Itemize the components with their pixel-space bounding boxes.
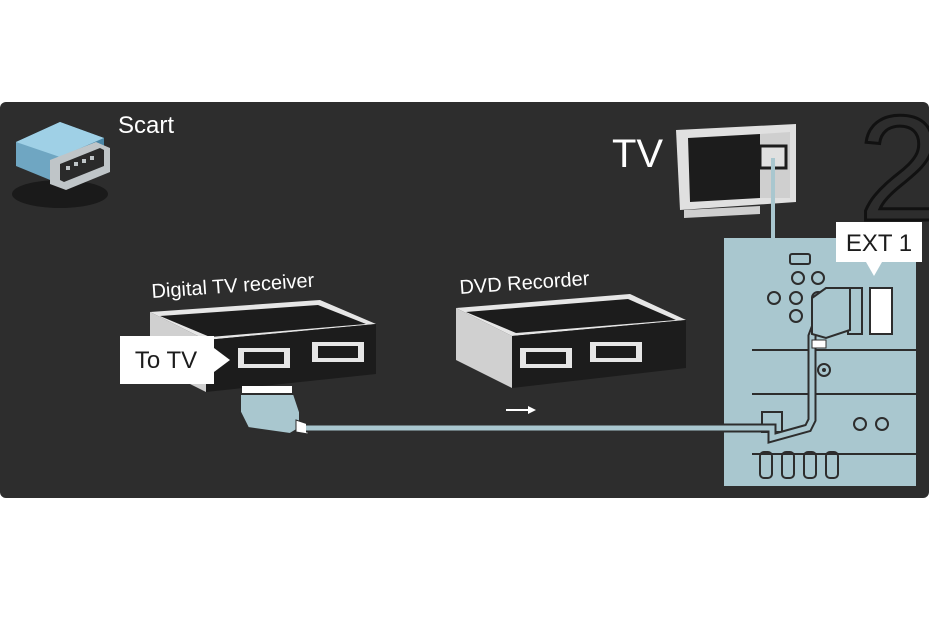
tv-icon bbox=[676, 124, 796, 218]
ext1-label: EXT 1 bbox=[846, 230, 912, 257]
arrow-right-icon bbox=[506, 406, 536, 414]
connector-label: Scart bbox=[118, 112, 174, 139]
recorder-label: DVD Recorder bbox=[459, 268, 591, 299]
connection-diagram: 2 Scart TV bbox=[0, 102, 929, 498]
dvd-recorder bbox=[456, 294, 686, 388]
scart-plug-icon bbox=[12, 122, 110, 208]
tv-label: TV bbox=[612, 132, 663, 176]
to-tv-callout: To TV bbox=[120, 336, 230, 384]
connection-diagram-panel: 2 Scart TV bbox=[0, 102, 929, 498]
to-tv-label: To TV bbox=[135, 347, 197, 374]
receiver-label: Digital TV receiver bbox=[151, 270, 315, 303]
tv-back-panel bbox=[724, 238, 916, 486]
